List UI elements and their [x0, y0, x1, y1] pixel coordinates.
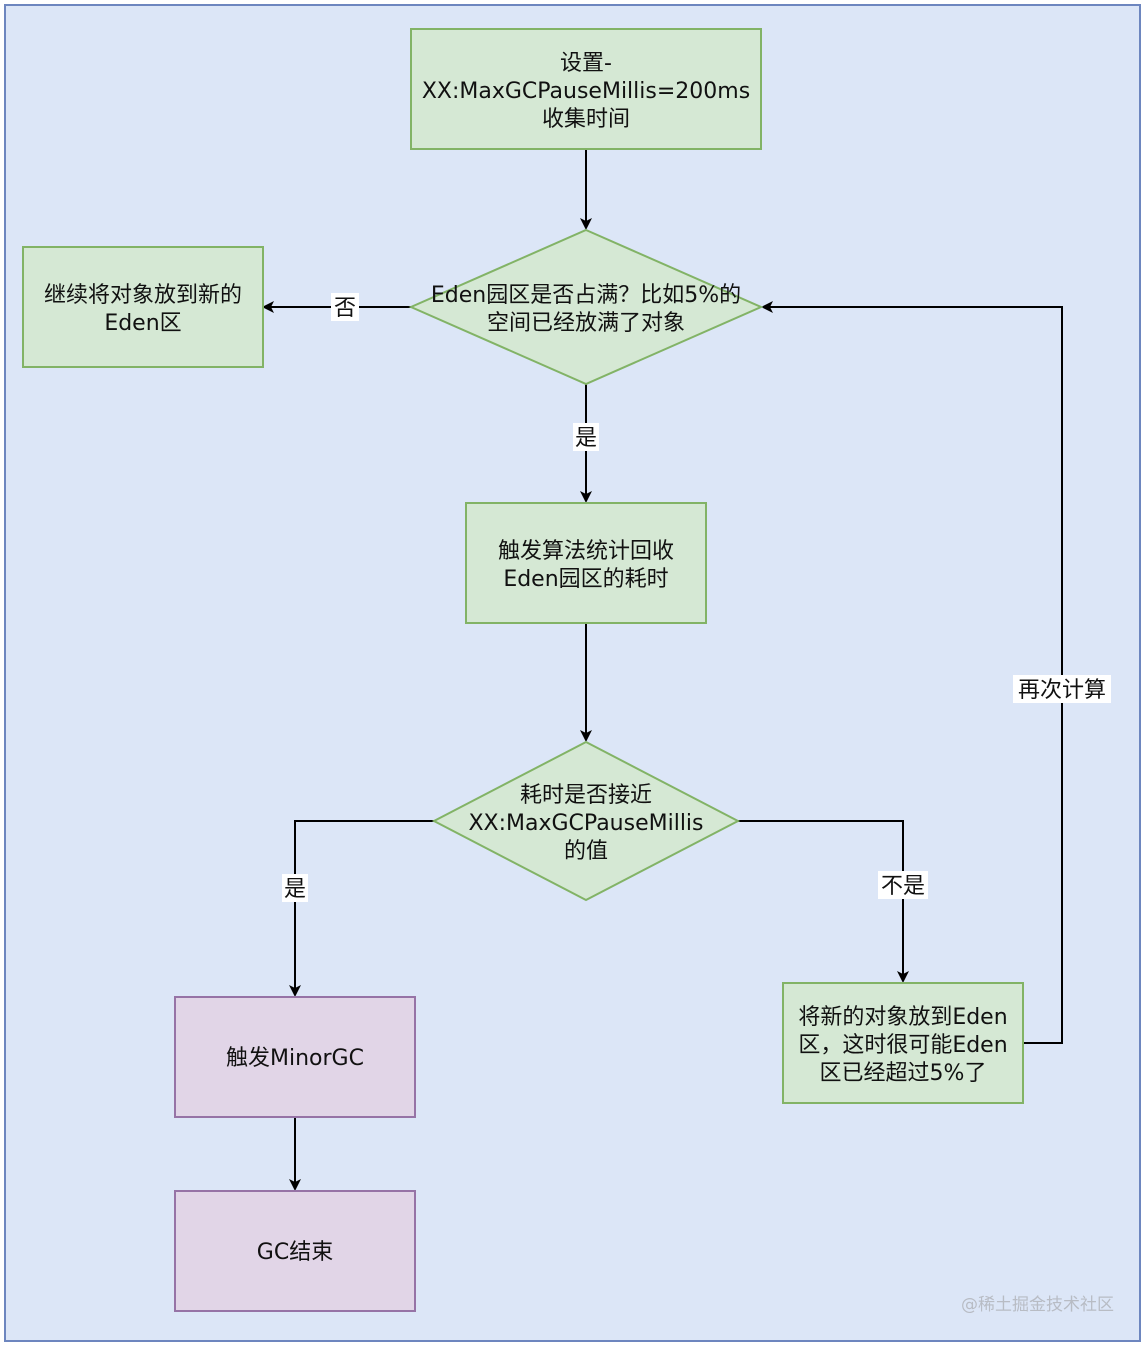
- node-start-line-1: 设置-: [560, 51, 612, 76]
- node-put-new-line-3: 区已经超过5%了: [820, 1061, 987, 1086]
- node-minor-gc[interactable]: 触发MinorGC: [174, 996, 416, 1118]
- edge-check-time-to-minor-gc: [289, 820, 434, 997]
- node-check-eden[interactable]: Eden园区是否占满？比如5%的 空间已经放满了对象: [408, 228, 764, 386]
- edge-label-yes-1: 是: [575, 426, 597, 451]
- edge-label-recalc: 再次计算: [1018, 678, 1106, 703]
- node-continue-eden[interactable]: 继续将对象放到新的 Eden区: [22, 246, 264, 368]
- node-start[interactable]: 设置- XX:MaxGCPauseMillis=200ms 收集时间: [410, 28, 762, 150]
- edge-label-bg-no: [331, 293, 359, 321]
- watermark: @稀土掘金技术社区: [961, 1295, 1114, 1315]
- node-start-line-3: 收集时间: [542, 107, 630, 132]
- node-check-eden-line-2: 空间已经放满了对象: [487, 311, 685, 336]
- edge-label-bg-not-yes: [878, 871, 928, 899]
- diagram-background: [4, 4, 1141, 1342]
- edge-label-yes-2: 是: [284, 877, 306, 902]
- node-continue-eden-line-1: 继续将对象放到新的: [44, 283, 242, 308]
- node-trigger-calc[interactable]: 触发算法统计回收 Eden园区的耗时: [465, 502, 707, 624]
- node-start-line-2: XX:MaxGCPauseMillis=200ms: [422, 79, 750, 104]
- node-put-new-line-1: 将新的对象放到Eden: [798, 1005, 1007, 1030]
- node-check-time-line-3: 的值: [564, 839, 608, 864]
- node-trigger-calc-line-2: Eden园区的耗时: [503, 567, 668, 592]
- node-put-new-line-2: 区，这时很可能Eden: [798, 1033, 1007, 1058]
- edge-label-bg-yes-1: [573, 423, 599, 451]
- node-put-new[interactable]: 将新的对象放到Eden 区，这时很可能Eden 区已经超过5%了: [782, 982, 1024, 1104]
- node-gc-end-label: GC结束: [257, 1240, 333, 1265]
- node-check-time[interactable]: 耗时是否接近 XX:MaxGCPauseMillis 的值: [431, 740, 741, 902]
- edge-label-no: 否: [334, 296, 356, 321]
- node-check-time-line-1: 耗时是否接近: [520, 783, 652, 808]
- node-minor-gc-label: 触发MinorGC: [226, 1046, 364, 1071]
- node-continue-eden-line-2: Eden区: [104, 311, 181, 336]
- node-trigger-calc-line-1: 触发算法统计回收: [498, 539, 674, 564]
- edge-check-time-to-put-new: [738, 820, 909, 983]
- node-check-eden-line-1: Eden园区是否占满？比如5%的: [431, 283, 741, 308]
- edge-label-bg-recalc: [1013, 675, 1111, 703]
- edge-label-bg-yes-2: [282, 874, 308, 902]
- node-check-time-line-2: XX:MaxGCPauseMillis: [468, 811, 703, 836]
- edge-label-not-yes: 不是: [881, 874, 925, 899]
- node-gc-end[interactable]: GC结束: [174, 1190, 416, 1312]
